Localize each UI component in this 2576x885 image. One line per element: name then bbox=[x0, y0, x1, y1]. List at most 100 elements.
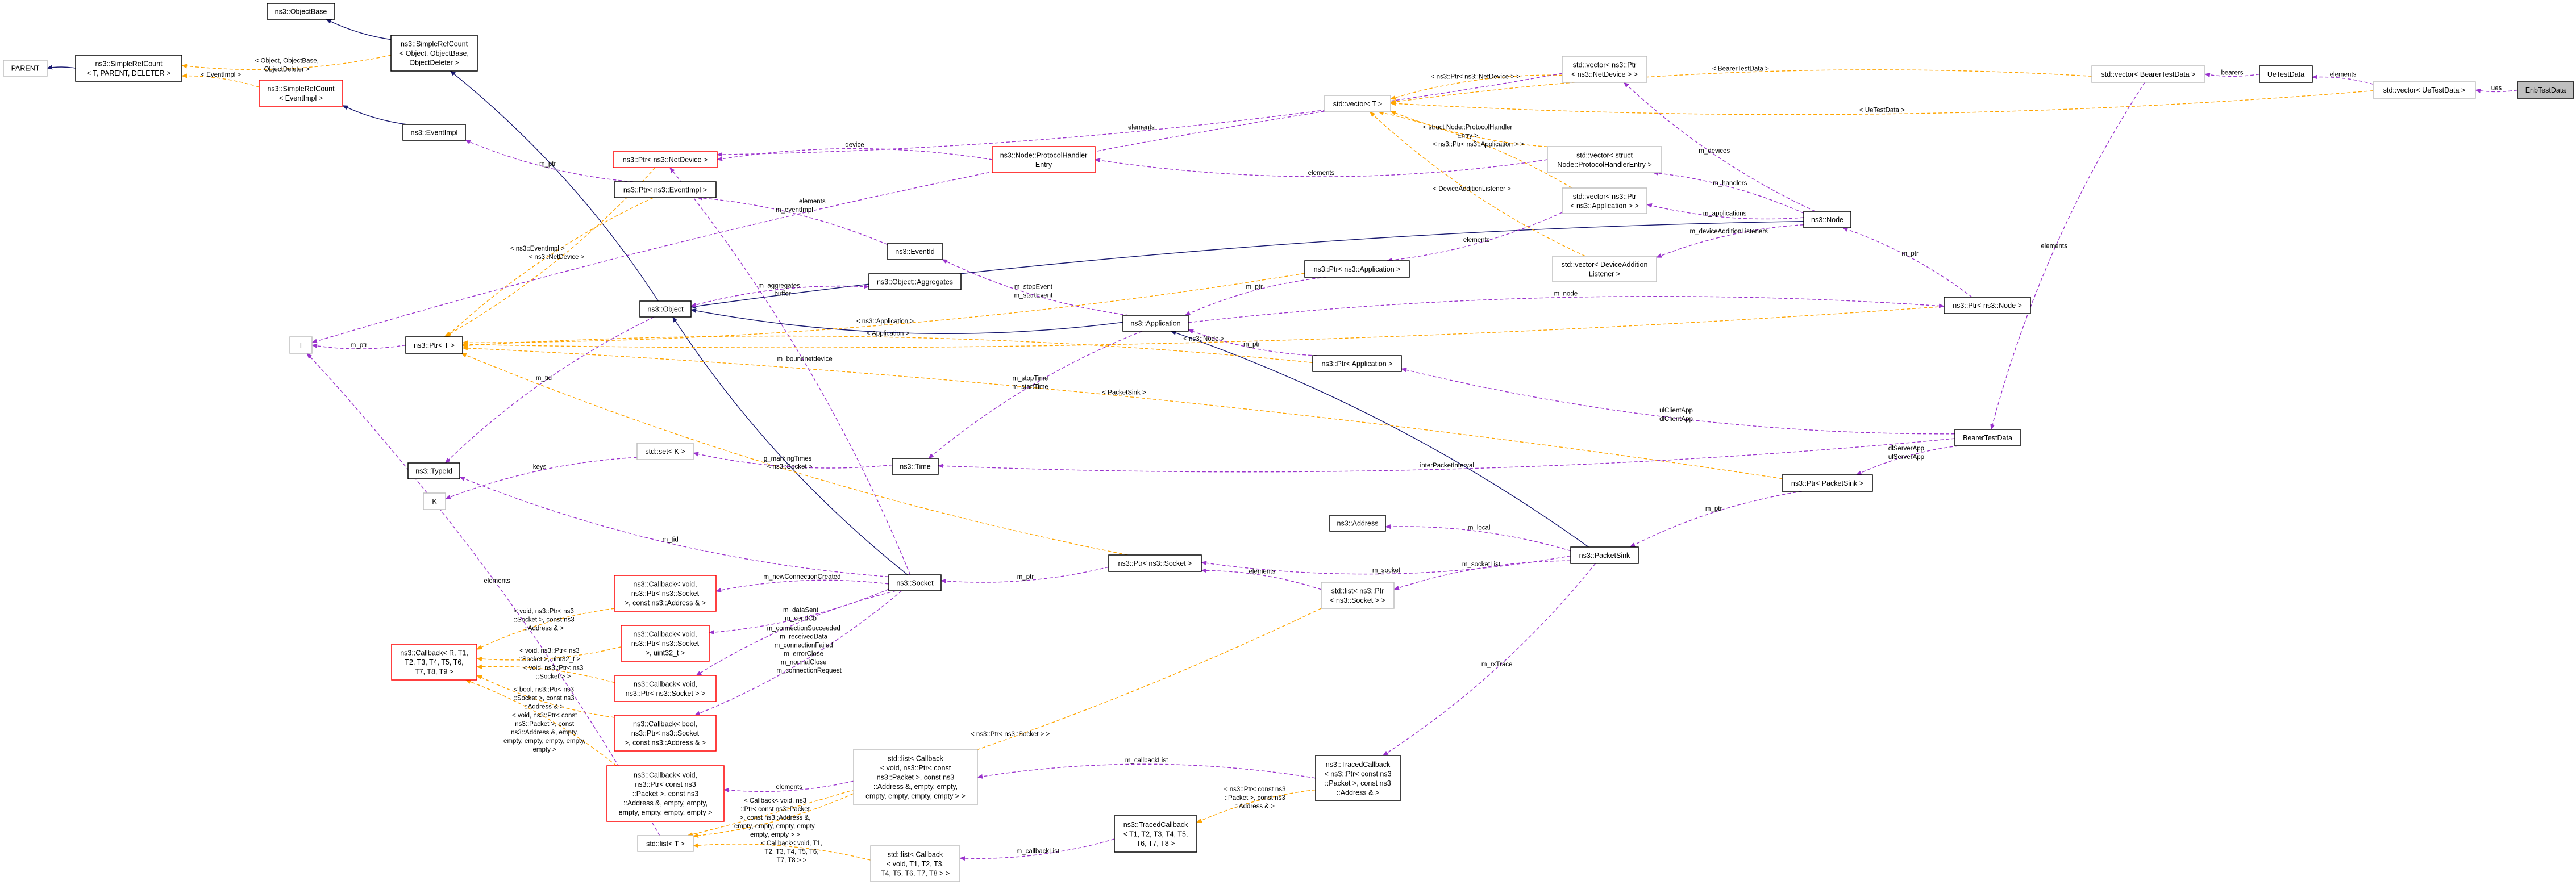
usage-edge bbox=[2312, 74, 2374, 85]
class-node-typeid[interactable]: ns3::TypeId bbox=[407, 462, 460, 479]
edge-label-group: m_eventImpl bbox=[776, 207, 813, 214]
class-node-enb[interactable]: EnbTestData bbox=[2517, 81, 2574, 99]
class-node-address[interactable]: ns3::Address bbox=[1329, 515, 1386, 532]
class-node-bearer[interactable]: BearerTestData bbox=[1954, 429, 2021, 446]
node-box bbox=[267, 3, 335, 20]
class-node-parent[interactable]: PARENT bbox=[3, 60, 48, 77]
class-node-traced-t[interactable]: ns3::TracedCallback< T1, T2, T3, T4, T5,… bbox=[1114, 815, 1197, 853]
usage-edge bbox=[1990, 82, 2145, 430]
class-node-cb-sock[interactable]: ns3::Callback< void,ns3::Ptr< ns3::Socke… bbox=[614, 675, 717, 702]
node-box bbox=[606, 765, 725, 822]
node-label: ns3::SimpleRefCount bbox=[401, 40, 468, 48]
node-label: ns3::Packet >, const ns3 bbox=[877, 774, 955, 782]
usage-edge bbox=[1652, 170, 1804, 214]
class-node-objectbase[interactable]: ns3::ObjectBase bbox=[267, 3, 335, 20]
edge-label: m_connectionSucceeded bbox=[767, 625, 840, 632]
node-box bbox=[1570, 546, 1639, 564]
edge-label: m_newConnectionCreated bbox=[763, 574, 840, 581]
usage-edge bbox=[444, 316, 655, 464]
class-node-ptr-netdev[interactable]: ns3::Ptr< ns3::NetDevice > bbox=[613, 151, 718, 168]
edge-label: m_ptr bbox=[539, 161, 556, 168]
class-node-application[interactable]: ns3::Application bbox=[1122, 315, 1189, 332]
class-node-ptr-socket[interactable]: ns3::Ptr< ns3::Socket > bbox=[1108, 554, 1202, 572]
class-node-node[interactable]: ns3::Node bbox=[1803, 211, 1851, 228]
edge-label: empty, empty, empty, empty, bbox=[734, 823, 816, 830]
class-node-cb-uint[interactable]: ns3::Callback< void,ns3::Ptr< ns3::Socke… bbox=[621, 625, 710, 662]
class-node-eventimpl[interactable]: ns3::EventImpl bbox=[402, 124, 466, 141]
class-node-phe[interactable]: ns3::Node::ProtocolHandlerEntry bbox=[992, 146, 1096, 173]
usage-edge bbox=[1201, 555, 1571, 575]
node-label: >, const ns3::Address & > bbox=[625, 599, 706, 607]
class-node-ptr-t[interactable]: ns3::Ptr< T > bbox=[405, 336, 463, 354]
node-box bbox=[1547, 146, 1662, 173]
class-node-list-ptr-socket[interactable]: std::list< ns3::Ptr< ns3::Socket > > bbox=[1321, 582, 1395, 609]
class-node-ptr-node[interactable]: ns3::Ptr< ns3::Node > bbox=[1944, 297, 2031, 314]
template-edge bbox=[476, 608, 615, 650]
class-node-ptr-app[interactable]: ns3::Ptr< Application > bbox=[1312, 355, 1402, 372]
class-node-ptr-evimpl[interactable]: ns3::Ptr< ns3::EventImpl > bbox=[614, 181, 717, 198]
edge-label-group: < void, ns3::Ptr< ns3::Socket >, uint32_… bbox=[518, 648, 580, 663]
class-node-vec-t[interactable]: std::vector< T > bbox=[1324, 95, 1391, 112]
class-node-list-cb-t[interactable]: std::list< Callback< void, T1, T2, T3,T4… bbox=[870, 845, 960, 882]
edge-label: ::Ptr< const ns3::Packet bbox=[740, 806, 810, 813]
class-node-vec-phe[interactable]: std::vector< structNode::ProtocolHandler… bbox=[1547, 146, 1662, 173]
usage-edge bbox=[690, 285, 869, 307]
class-node-eventid[interactable]: ns3::EventId bbox=[887, 243, 943, 260]
class-node-src-evimpl[interactable]: ns3::SimpleRefCount< EventImpl > bbox=[259, 80, 343, 107]
class-node-cb-addr[interactable]: ns3::Callback< void,ns3::Ptr< ns3::Socke… bbox=[614, 575, 717, 612]
class-node-vec-ptr-netdev[interactable]: std::vector< ns3::Ptr< ns3::NetDevice > … bbox=[1562, 56, 1647, 83]
edge-label: m_errorClose bbox=[784, 650, 823, 657]
class-node-time[interactable]: ns3::Time bbox=[892, 458, 939, 475]
class-node-object[interactable]: ns3::Object bbox=[639, 300, 692, 318]
class-node-list-t[interactable]: std::list< T > bbox=[637, 835, 694, 852]
class-node-vec-ptr-app[interactable]: std::vector< ns3::Ptr< ns3::Application … bbox=[1562, 187, 1647, 214]
class-node-src-t[interactable]: ns3::SimpleRefCount< T, PARENT, DELETER … bbox=[75, 55, 182, 82]
node-label: < EventImpl > bbox=[279, 94, 323, 102]
edge-label: >, const ns3::Address &, bbox=[740, 815, 811, 821]
node-box bbox=[637, 835, 694, 852]
edge-label-group: elements bbox=[776, 784, 802, 791]
class-node-ptr-sink[interactable]: ns3::Ptr< PacketSink > bbox=[1782, 474, 1873, 492]
class-node-t[interactable]: T bbox=[289, 336, 313, 354]
class-node-vec-dal[interactable]: std::vector< DeviceAdditionListener > bbox=[1552, 256, 1657, 282]
usage-edge bbox=[1656, 224, 1804, 258]
edge-label: m_eventImpl bbox=[776, 207, 813, 214]
class-node-k[interactable]: K bbox=[423, 492, 446, 510]
template-edge bbox=[1390, 69, 2092, 105]
class-node-vec-bearer[interactable]: std::vector< BearerTestData > bbox=[2091, 65, 2205, 83]
edge-label-group: m_ptr bbox=[1705, 506, 1722, 512]
edge-label: < ns3::Ptr< ns3::NetDevice > > bbox=[1431, 73, 1521, 80]
node-box bbox=[75, 55, 182, 82]
edge-label: m_startEvent bbox=[1014, 293, 1054, 299]
class-node-packetsink[interactable]: ns3::PacketSink bbox=[1570, 546, 1639, 564]
node-box bbox=[614, 675, 717, 702]
class-node-src-obj[interactable]: ns3::SimpleRefCount< Object, ObjectBase,… bbox=[390, 35, 478, 72]
edge-label-group: m_aggregates bbox=[758, 282, 800, 289]
class-node-cb-r[interactable]: ns3::Callback< R, T1,T2, T3, T4, T5, T6,… bbox=[391, 644, 477, 681]
usage-edge bbox=[1184, 277, 1327, 316]
class-node-cb-bool[interactable]: ns3::Callback< bool,ns3::Ptr< ns3::Socke… bbox=[614, 715, 717, 752]
class-node-socket[interactable]: ns3::Socket bbox=[888, 574, 942, 591]
edge-label-group: m_callbackList bbox=[1125, 757, 1168, 764]
edge-label-group: < UeTestData > bbox=[1859, 107, 1905, 114]
edge-label-group: m_deviceAdditionListeners bbox=[1689, 228, 1768, 235]
node-label: ns3::Time bbox=[900, 463, 930, 471]
class-node-uetestdata[interactable]: UeTestData bbox=[2259, 65, 2313, 83]
class-node-aggregates[interactable]: ns3::Object::Aggregates bbox=[868, 273, 962, 290]
class-node-ptr-ns3app[interactable]: ns3::Ptr< ns3::Application > bbox=[1304, 260, 1410, 278]
edge-label: m_callbackList bbox=[1125, 757, 1168, 764]
class-node-vec-ue[interactable]: std::vector< UeTestData > bbox=[2373, 81, 2476, 99]
class-node-cb-packet[interactable]: ns3::Callback< void,ns3::Ptr< const ns3:… bbox=[606, 765, 725, 822]
edge-label: m_sendCb bbox=[785, 616, 817, 623]
edge-label-group: elements bbox=[799, 198, 826, 205]
class-node-set-k[interactable]: std::set< K > bbox=[636, 442, 694, 460]
usage-edge bbox=[1095, 158, 1548, 177]
usage-edge bbox=[1188, 329, 1318, 356]
edge-label: < EventImpl > bbox=[201, 72, 241, 78]
edge-label-group: < ns3::Ptr< const ns3::Packet >, const n… bbox=[1224, 786, 1286, 810]
class-node-traced-packet[interactable]: ns3::TracedCallback< ns3::Ptr< const ns3… bbox=[1315, 755, 1401, 801]
edge-label: ObjectDeleter > bbox=[264, 66, 310, 73]
edge-label: m_stopTime bbox=[1013, 375, 1048, 382]
class-node-list-cb-packet[interactable]: std::list< Callback< void, ns3::Ptr< con… bbox=[853, 749, 978, 805]
